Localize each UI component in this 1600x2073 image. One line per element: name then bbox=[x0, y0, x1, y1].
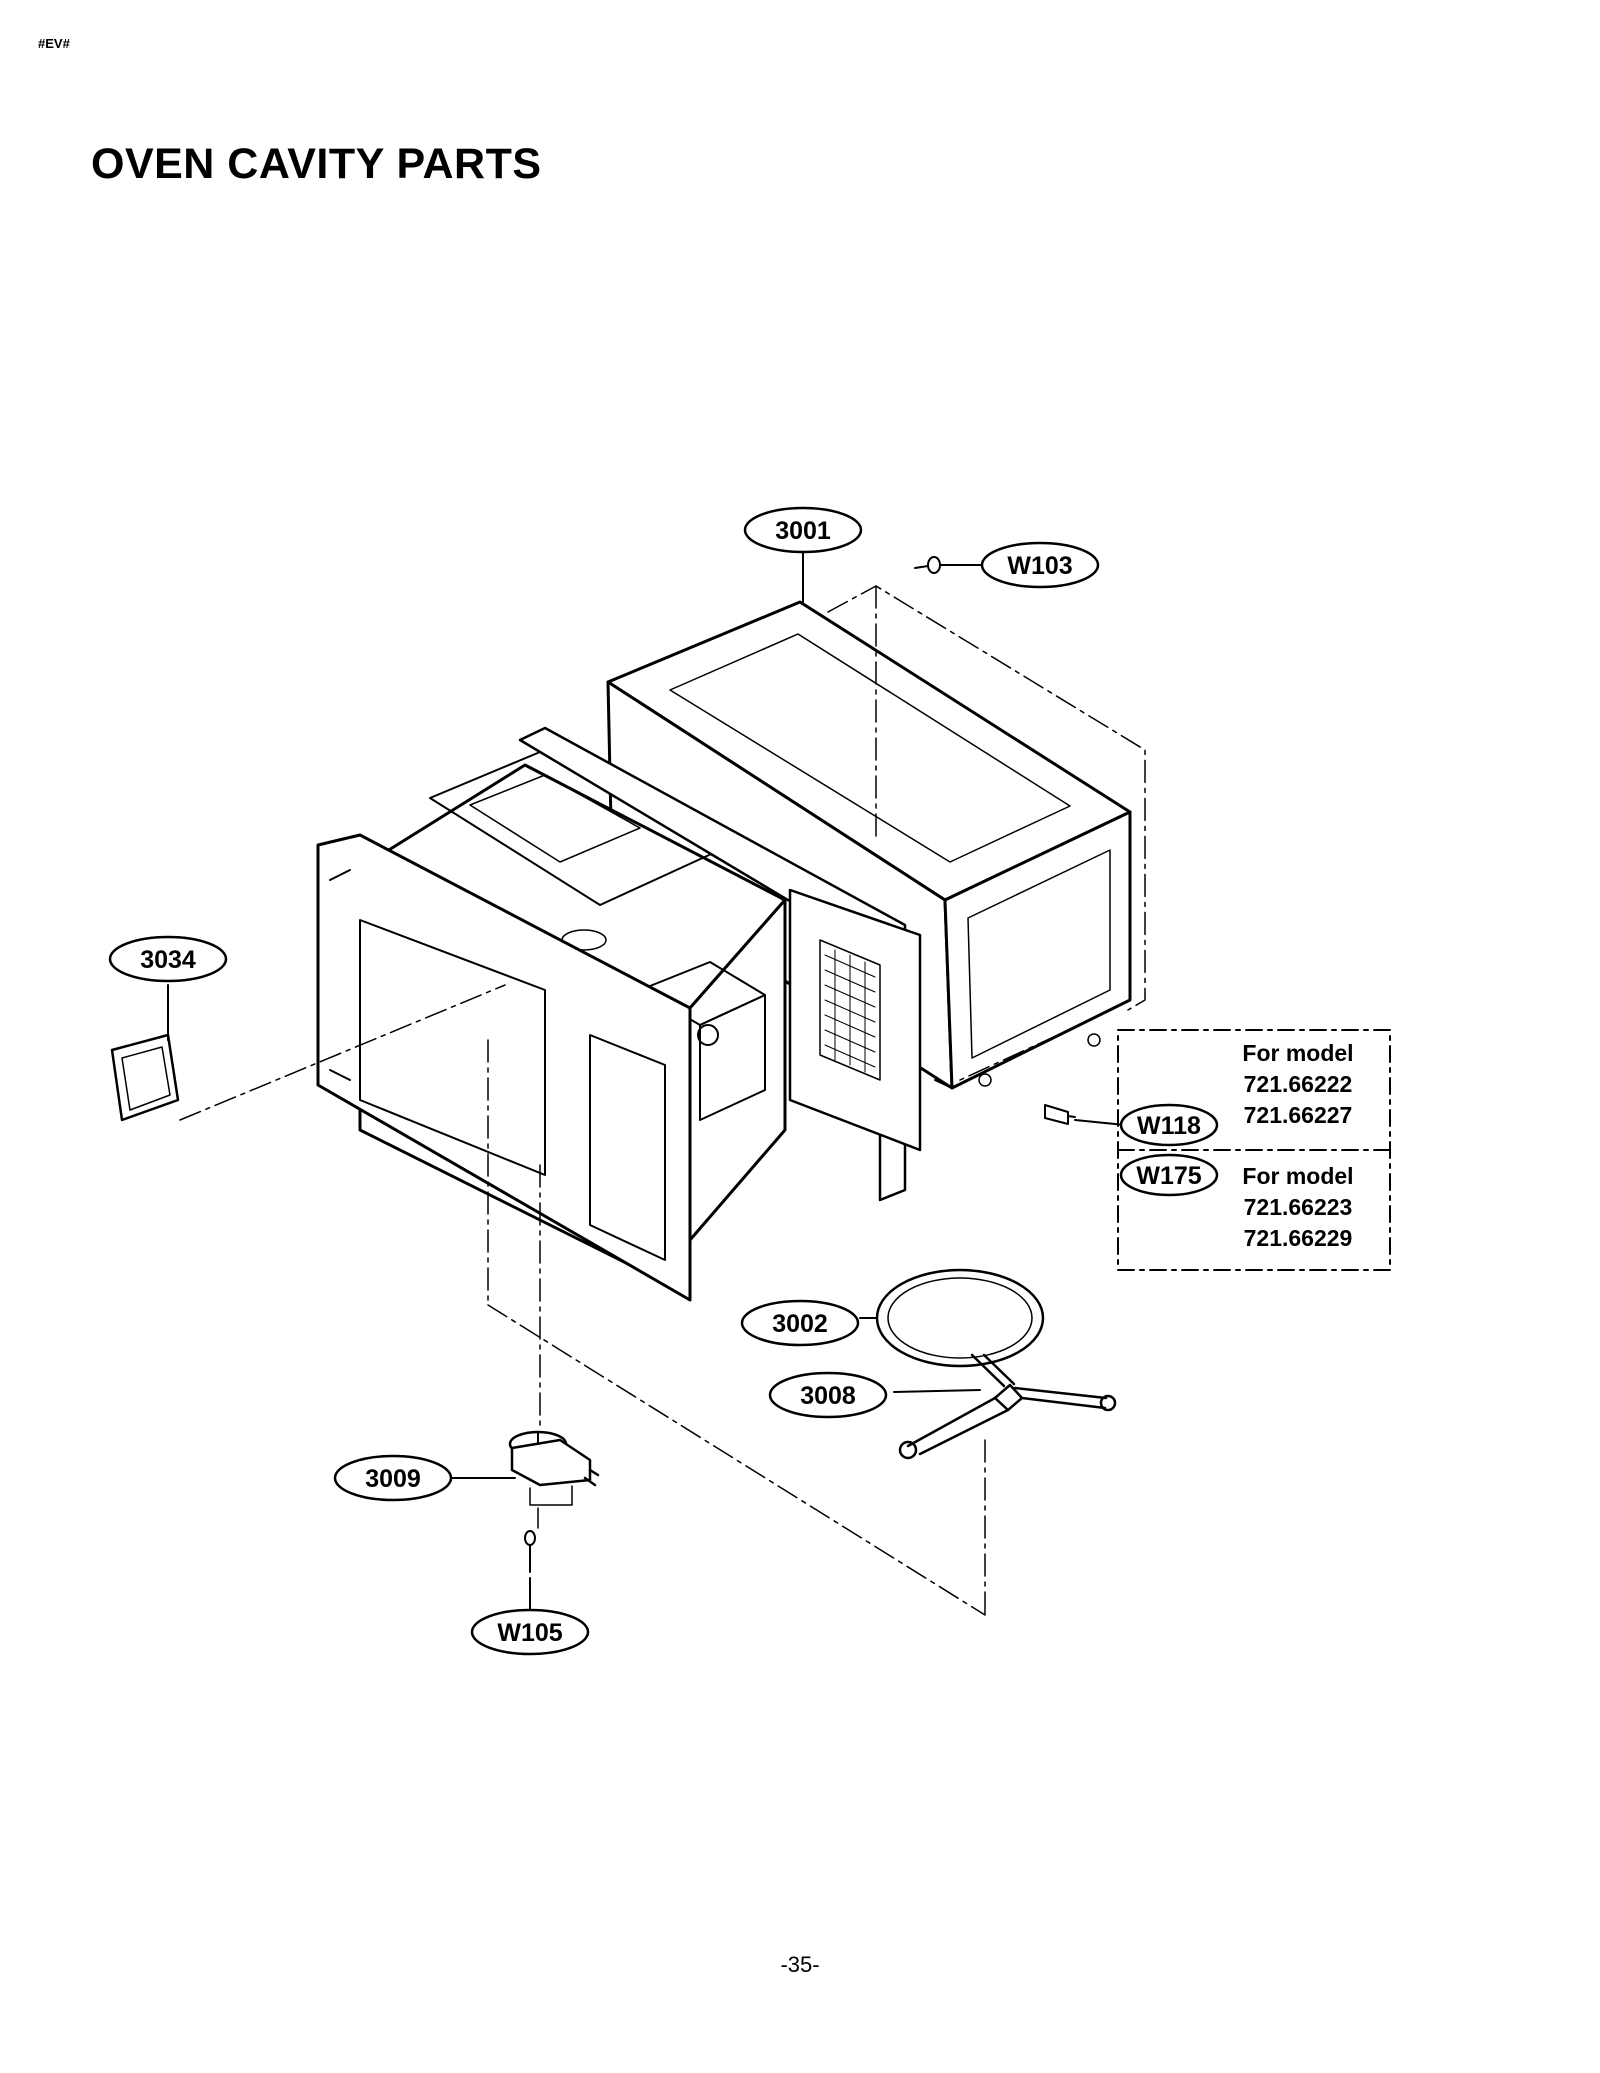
model-group1-label: For model bbox=[1242, 1040, 1353, 1066]
assembly-lines bbox=[179, 984, 986, 1616]
glass-tray-3002 bbox=[875, 1268, 1045, 1368]
cover-part-3034 bbox=[110, 1033, 180, 1122]
callout-w118: W118 bbox=[1137, 1112, 1201, 1140]
screw-w103 bbox=[914, 556, 941, 574]
screw-w105 bbox=[524, 1530, 536, 1573]
model-group2-label: For model bbox=[1242, 1163, 1353, 1189]
screw-w118 bbox=[1044, 1104, 1076, 1125]
model-group1-b: 721.66227 bbox=[1244, 1102, 1353, 1128]
model-group1-a: 721.66222 bbox=[1244, 1071, 1353, 1097]
callout-3001: 3001 bbox=[775, 517, 831, 545]
callout-w105: W105 bbox=[497, 1619, 562, 1647]
page-number: -35- bbox=[780, 1952, 820, 1977]
model-box bbox=[1117, 1029, 1391, 1271]
front-frame bbox=[316, 726, 907, 1302]
model-group2-b: 721.66229 bbox=[1244, 1225, 1353, 1251]
callout-w103: W103 bbox=[1007, 552, 1072, 580]
turntable-motor-3009 bbox=[508, 1430, 600, 1506]
callout-w175: W175 bbox=[1136, 1162, 1201, 1190]
rear-panel bbox=[788, 888, 922, 1152]
callout-3034: 3034 bbox=[140, 946, 196, 974]
page-title: OVEN CAVITY PARTS bbox=[91, 140, 542, 188]
model-group2-a: 721.66223 bbox=[1244, 1194, 1353, 1220]
callout-3009: 3009 bbox=[365, 1465, 421, 1493]
callout-3008: 3008 bbox=[800, 1382, 856, 1410]
roller-ring-3008 bbox=[898, 1353, 1117, 1460]
cabinet-hidden-outline bbox=[827, 585, 1146, 1081]
document-tag: #EV# bbox=[38, 36, 70, 51]
callout-3002: 3002 bbox=[772, 1310, 828, 1338]
callout-ovals bbox=[108, 506, 1219, 1656]
leader-lines bbox=[167, 551, 1126, 1611]
